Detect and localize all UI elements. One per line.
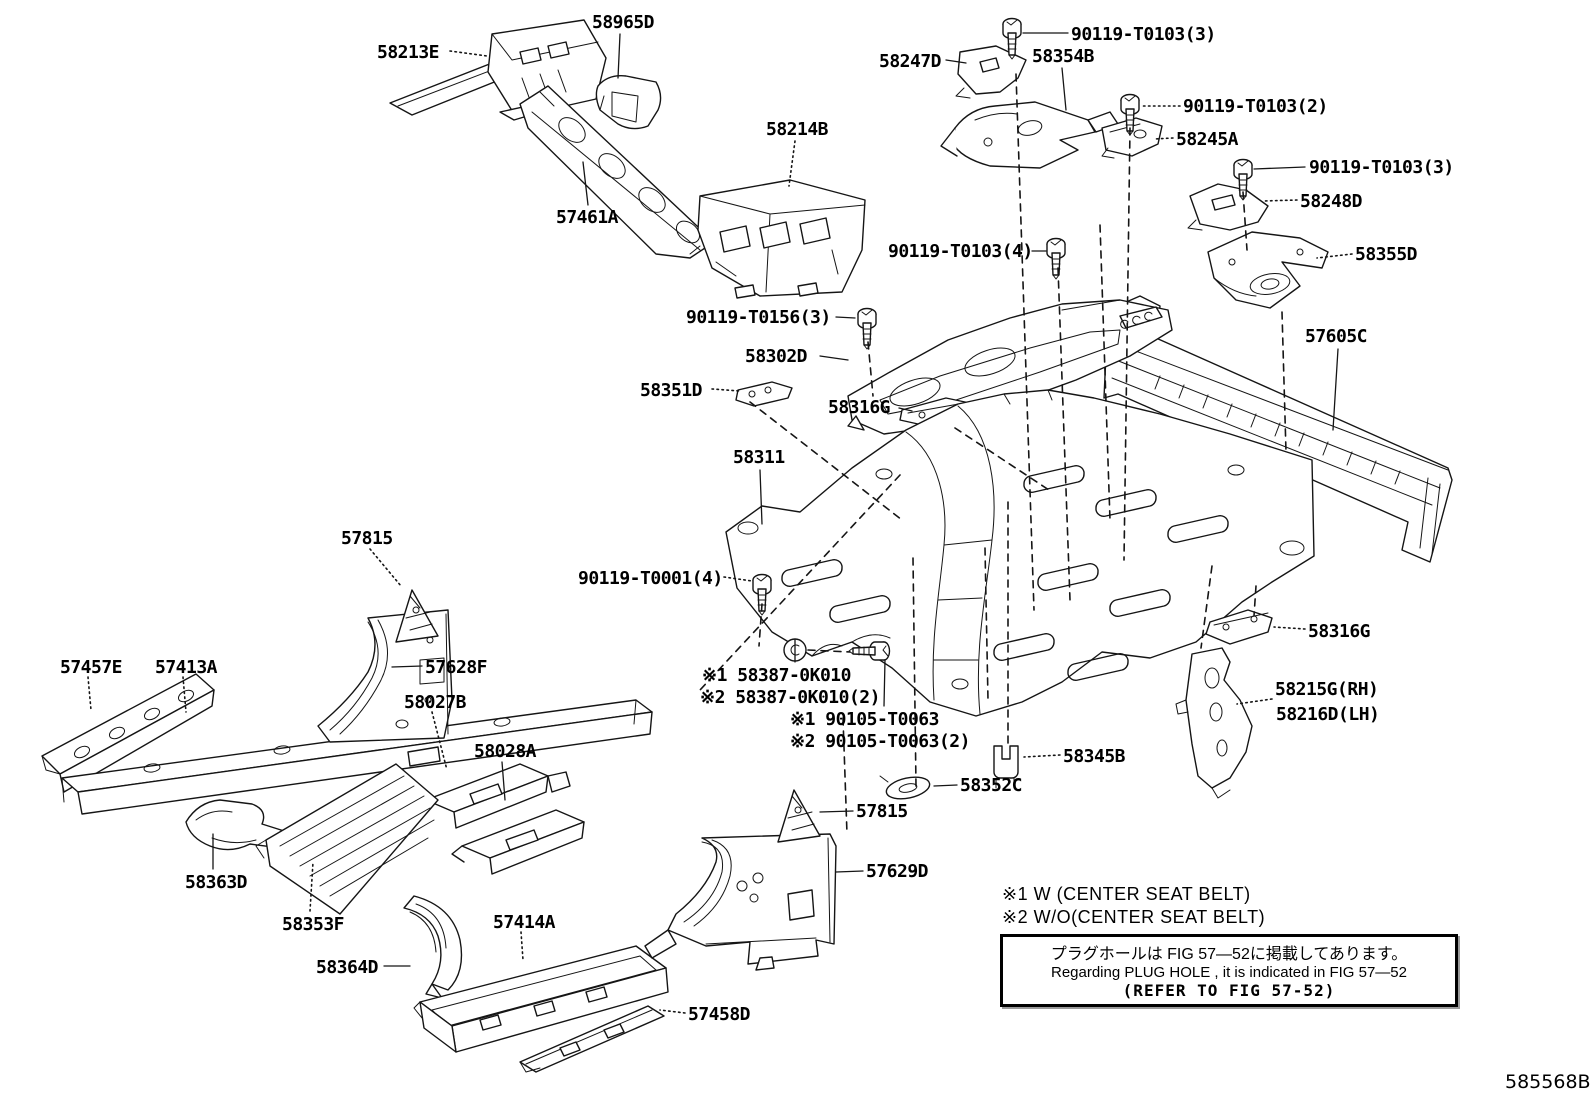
part-57457e-drawing [41,673,215,793]
part-58965d-drawing [595,75,662,130]
part-58316g-rear-drawing [1205,609,1273,645]
part-58355d-drawing [1207,231,1329,309]
plug-hole-info-box: プラグホールは FIG 57—52に掲載してあります。 Regarding PL… [1000,934,1458,1007]
callout-leader-lines [87,32,1353,1014]
part-57628f-drawing [317,609,453,743]
callout-p58316ga: 58316G [828,397,891,418]
part-57458d-drawing [519,1005,665,1073]
part-58245a-drawing [1101,117,1163,159]
part-57414a-drawing [413,945,669,1053]
part-58214b-drawing [697,179,866,299]
callout-p58353f: 58353F [282,914,345,935]
part-58302d-drawing [847,299,1173,437]
callout-b0103a: 90119-T0103(3) [1071,24,1216,45]
callout-p58214b: 58214B [766,119,829,140]
callout-b0103b: 90119-T0103(2) [1183,96,1328,117]
callout-p58248d: 58248D [1300,191,1363,212]
callout-p58354b: 58354B [1032,46,1095,67]
callout-p57605c: 57605C [1305,326,1368,347]
callout-p58216d: 58216D(LH) [1276,704,1380,725]
part-57461a-drawing [519,85,715,259]
part-58028a-drawing [451,809,585,875]
callout-p58965d: 58965D [592,12,655,33]
callout-p58213e: 58213E [377,42,440,63]
part-58345b-drawing [993,745,1019,789]
part-58354b-drawing [940,101,1119,169]
callout-p57815b: 57815 [856,801,908,822]
callout-p57457e: 57457E [60,657,123,678]
callout-p58311: 58311 [733,447,785,468]
callout-p58215g: 58215G(RH) [1275,679,1379,700]
assembly-projection-lines [699,73,1287,835]
footnote-center-seat-belt-without: ※2 W/O(CENTER SEAT BELT) [1002,907,1266,927]
callout-p58247d: 58247D [879,51,942,72]
callout-p58028a: 58028A [474,741,537,762]
info-box-line-japanese: プラグホールは FIG 57—52に掲載してあります。 [1050,946,1408,963]
part-57629d-drawing [644,833,837,971]
callout-p58364d: 58364D [316,957,379,978]
callout-p58302d: 58302D [745,346,808,367]
callout-b0001: 90119-T0001(4) [578,568,723,589]
callout-p58345b: 58345B [1063,746,1126,767]
callout-p57414a: 57414A [493,912,556,933]
callout-p57629d: 57629D [866,861,929,882]
part-57815-rear-drawing [777,789,821,843]
callout-p58363d: 58363D [185,872,248,893]
callout-p57458d: 57458D [688,1004,751,1025]
part-58215g-drawing [1175,647,1253,799]
callout-n58387a: ※1 58387-0K010 [702,665,851,686]
part-58213e-drawing [389,19,607,121]
part-58364d-drawing [403,895,463,999]
callout-p58245a: 58245A [1176,129,1239,150]
callout-b0103c: 90119-T0103(3) [1309,157,1454,178]
callout-p58351d: 58351D [640,380,703,401]
callout-p58355d: 58355D [1355,244,1418,265]
callout-b0103d: 90119-T0103(4) [888,241,1033,262]
part-57605c-drawing [1103,295,1453,563]
drawing-number: 585568B [1505,1071,1591,1093]
callout-n90105b: ※2 90105-T0063(2) [790,731,970,752]
callout-p58027b: 58027B [404,692,467,713]
info-box-line-english: Regarding PLUG HOLE , it is indicated in… [1050,964,1407,981]
callout-p57413a: 57413A [155,657,218,678]
callout-p58352c: 58352C [960,775,1023,796]
part-58027b-drawing [425,763,571,829]
callout-p57461a: 57461A [556,207,619,228]
part-58248d-drawing [1187,183,1269,231]
part-58353f-drawing [255,763,439,915]
callout-n90105a: ※1 90105-T0063 [790,709,939,730]
part-58351d-drawing [735,381,793,407]
callout-b0156: 90119-T0156(3) [686,307,831,328]
info-box-line-reference: (REFER TO FIG 57-52) [1122,981,1336,1000]
part-58352c-drawing [879,775,931,800]
part-58247d-drawing [955,45,1027,99]
footnote-center-seat-belt-with: ※1 W (CENTER SEAT BELT) [1002,884,1251,904]
callout-p58316gb: 58316G [1308,621,1371,642]
callout-p57628f: 57628F [425,657,488,678]
callout-p57815a: 57815 [341,528,393,549]
callout-n58387b: ※2 58387-0K010(2) [700,687,880,708]
